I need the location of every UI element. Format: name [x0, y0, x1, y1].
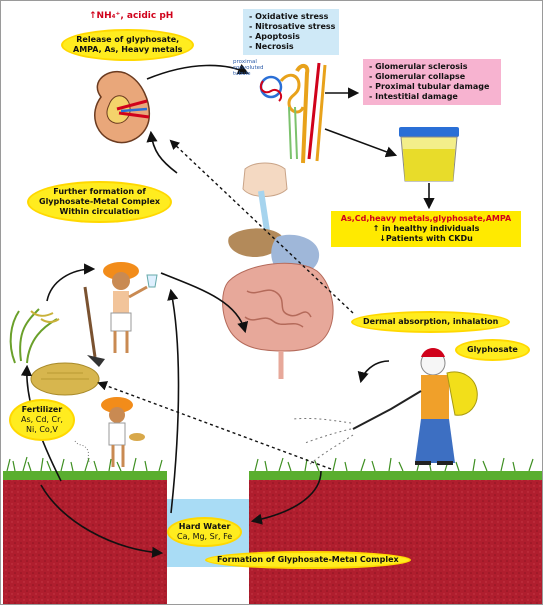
circulation-burst: Further formation of Glyphosate-Metal Co…: [29, 183, 171, 221]
urine-line2: ↑ in healthy individuals: [372, 224, 480, 233]
cellular-stress-box: - Oxidative stress - Nitrosative stress …: [243, 9, 339, 55]
pesticide-sprayer-person: [292, 348, 478, 466]
tubule-line1: proximal: [233, 59, 257, 65]
nh4-text: ↑NH₄⁺: [89, 11, 121, 21]
ph-text: , acidic pH: [120, 11, 174, 21]
hard-water-ions: Ca, Mg, Sr, Fe: [177, 532, 233, 541]
circulation-line1: Further formation of: [53, 187, 146, 196]
grass-strip: [3, 456, 542, 480]
flow-arrows: [20, 63, 435, 558]
circulation-line2: Glyphosate-Metal Complex: [39, 197, 161, 206]
release-line2: AMPA, As, Heavy metals: [73, 45, 183, 54]
urine-line1: As,Cd,heavy metals,glyphosate,AMPA: [340, 214, 512, 223]
fertilizer-line2: As, Cd, Cr,: [21, 415, 63, 424]
tubule-line2: convoluted: [233, 65, 264, 71]
rice-plant-and-grain: [9, 308, 100, 396]
hard-water-title: Hard Water: [178, 522, 231, 531]
dashed-arrows: [97, 139, 354, 470]
stress-item: - Oxidative stress: [249, 12, 329, 21]
damage-item: - Glomerular collapse: [369, 72, 466, 81]
fertilizer-line3: Ni, Co,V: [26, 425, 58, 434]
nh4-acidic-ph-label: ↑NH₄⁺, acidic pH: [89, 11, 173, 21]
damage-item: - Glomerular sclerosis: [369, 62, 468, 71]
dermal-text: Dermal absorption, inhalation: [363, 317, 499, 326]
complex-text: Formation of Glyphosate-Metal Complex: [217, 555, 399, 564]
kidney-illustration: [94, 70, 151, 144]
fertilizer-burst: Fertilizer As, Cd, Cr, Ni, Co,V: [11, 401, 73, 439]
glyphosate-text: Glyphosate: [467, 345, 518, 354]
damage-item: - Proximal tubular damage: [369, 82, 490, 91]
stress-item: - Nitrosative stress: [249, 22, 336, 31]
urine-line3: ↓Patients with CKDu: [379, 234, 473, 243]
stress-item: - Apoptosis: [249, 32, 300, 41]
tubule-label: proximal convoluted tubule: [233, 59, 264, 77]
hard-water-burst: Hard Water Ca, Mg, Sr, Fe: [169, 519, 241, 545]
soil-ground: [3, 477, 542, 604]
circulation-line3: Within circulation: [59, 207, 140, 216]
urine-sample-cup: [399, 127, 459, 182]
nephron-illustration: [259, 62, 327, 164]
digestive-system-illustration: [222, 162, 334, 379]
stress-item: - Necrosis: [249, 42, 294, 51]
release-line1: Release of glyphosate,: [76, 35, 180, 44]
urine-findings-box: As,Cd,heavy metals,glyphosate,AMPA ↑ in …: [331, 211, 521, 247]
tubule-line3: tubule: [233, 71, 251, 77]
release-burst: Release of glyphosate, AMPA, As, Heavy m…: [63, 31, 193, 59]
farmer-with-hoe: [83, 262, 158, 367]
dermal-absorption-burst: Dermal absorption, inhalation: [353, 313, 509, 331]
farmer-with-fertilizer: [74, 397, 145, 467]
glyphosate-burst: Glyphosate: [457, 341, 528, 359]
complex-formation-burst: Formation of Glyphosate-Metal Complex: [207, 553, 409, 567]
kidney-damage-box: - Glomerular sclerosis - Glomerular coll…: [363, 59, 501, 105]
damage-item: - Intestitial damage: [369, 92, 458, 101]
fertilizer-line1: Fertilizer: [21, 405, 63, 414]
